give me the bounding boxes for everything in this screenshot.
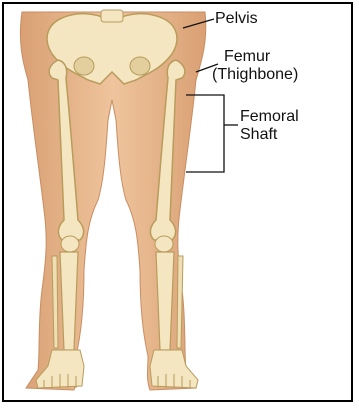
- lower-leg-bones-left: [52, 252, 78, 350]
- foot-bones-right: [150, 350, 198, 388]
- femoral-label: Femoral: [240, 108, 299, 126]
- kneecap-left: [61, 236, 79, 252]
- shaft-label: Shaft: [240, 126, 277, 144]
- lower-leg-bones-right: [156, 252, 183, 350]
- thighbone-label: (Thighbone): [212, 66, 298, 84]
- kneecap-right: [155, 236, 173, 252]
- femur-label: Femur: [224, 48, 270, 66]
- pelvis-label: Pelvis: [215, 10, 258, 28]
